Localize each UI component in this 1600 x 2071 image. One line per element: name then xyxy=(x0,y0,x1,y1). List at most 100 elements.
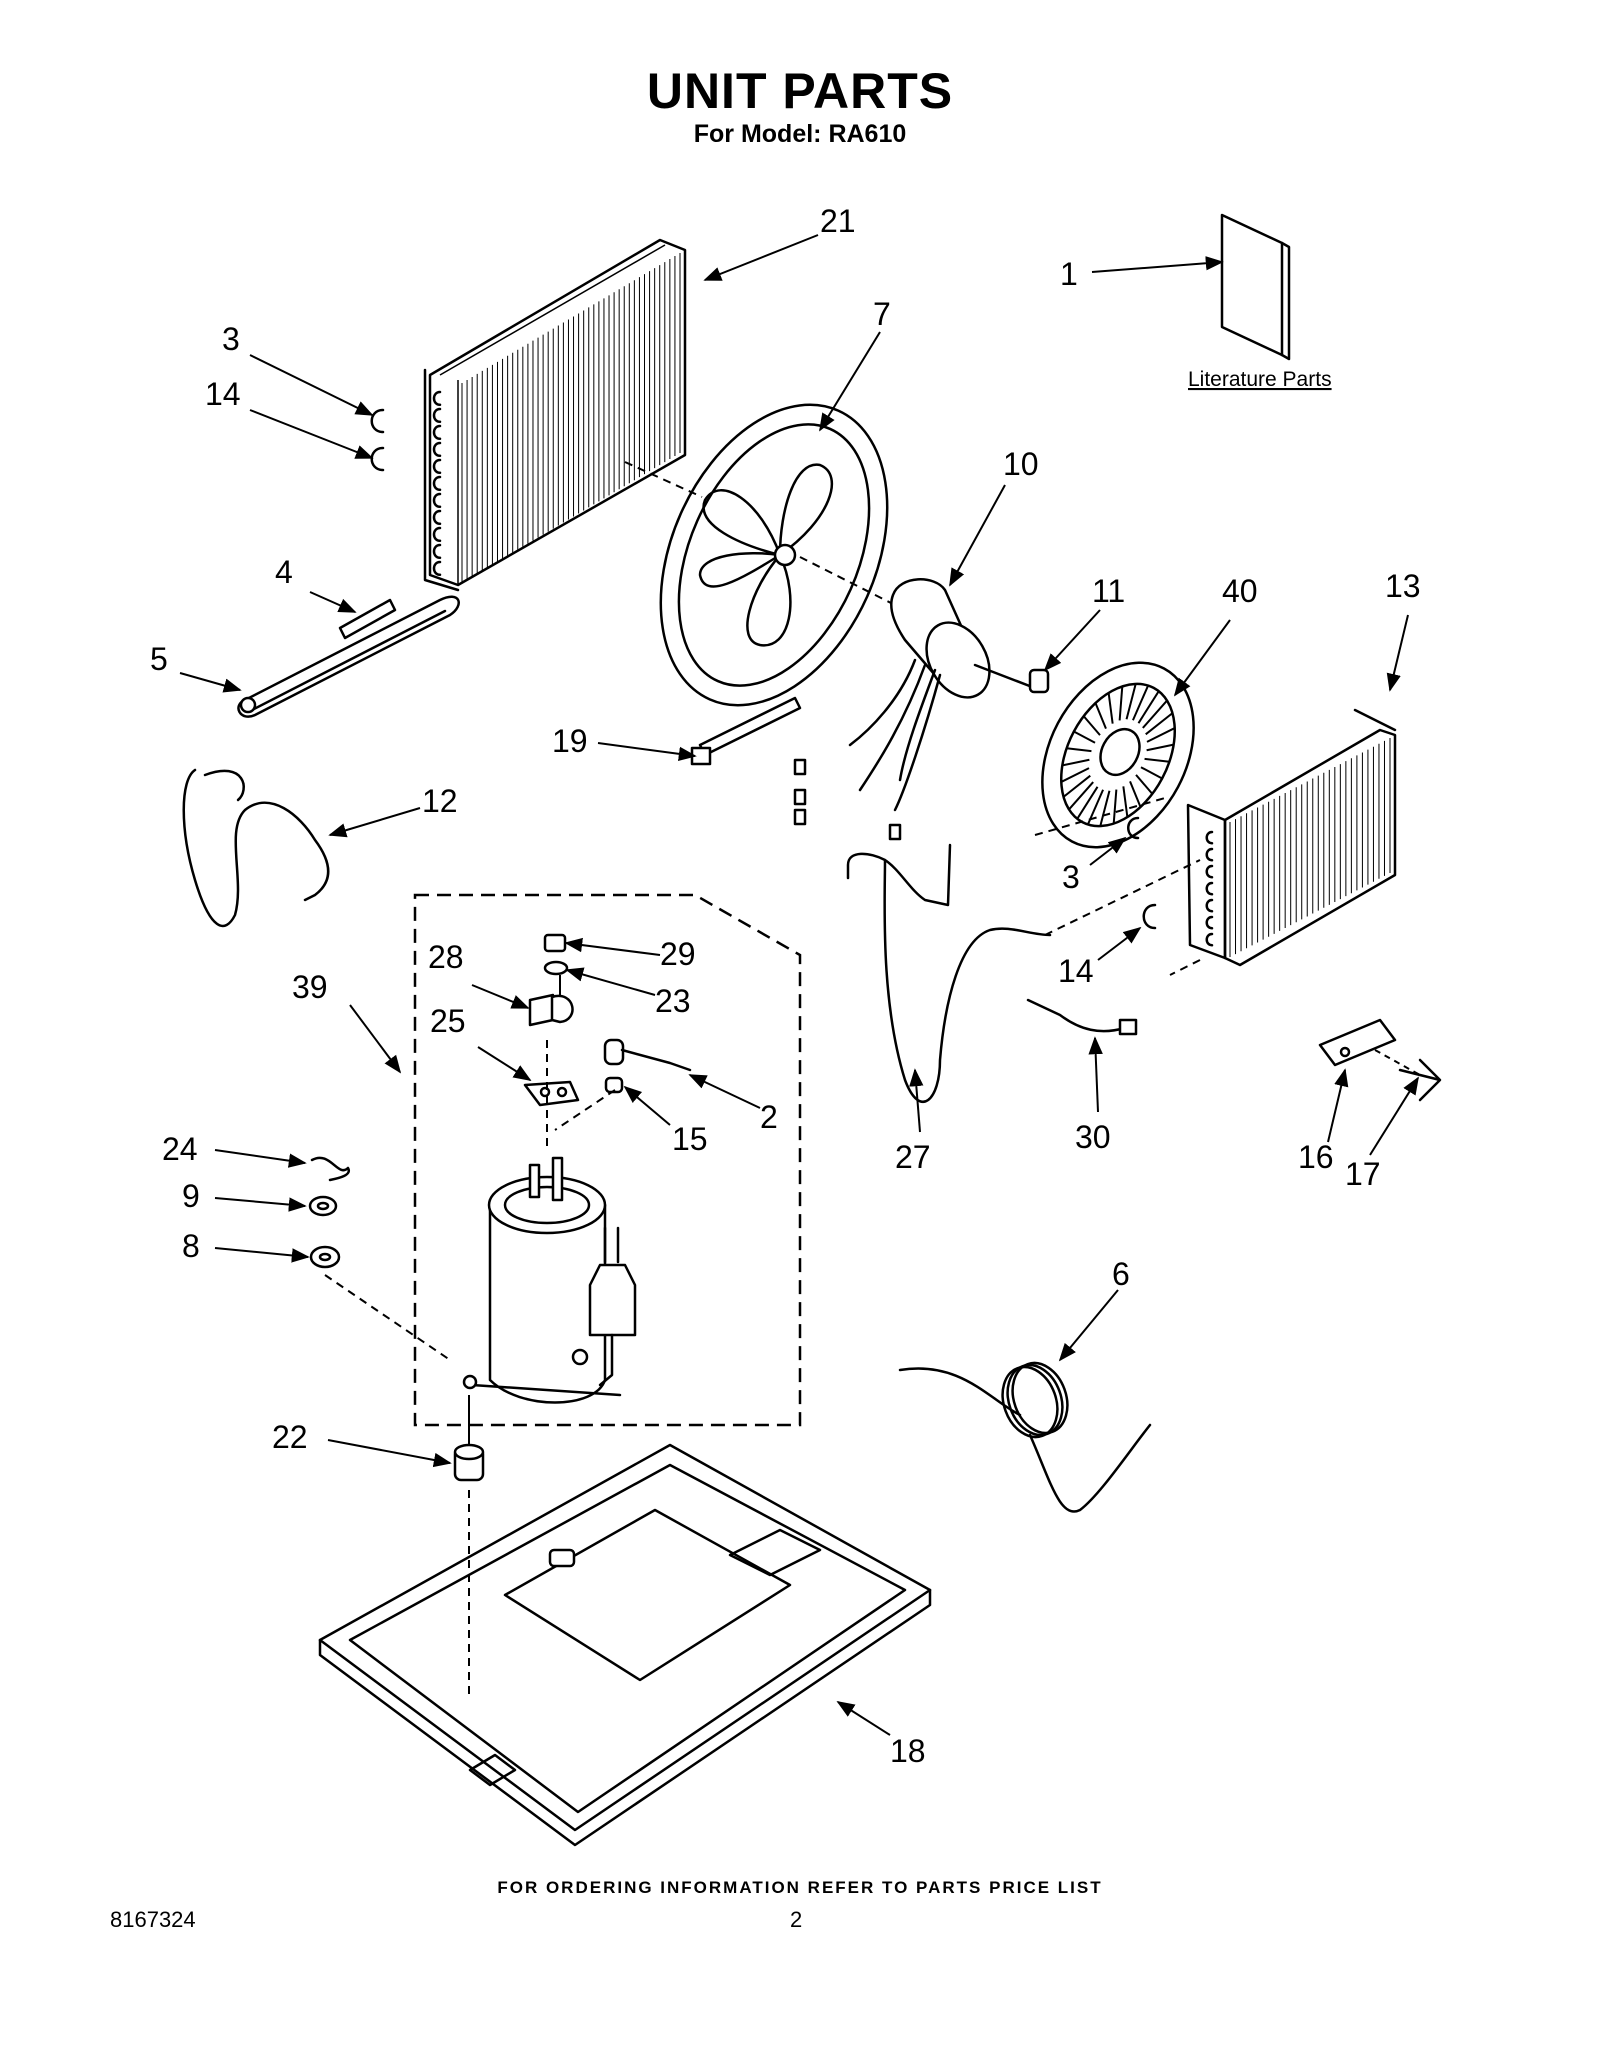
return-bend xyxy=(1205,915,1214,930)
clip-3-left xyxy=(370,408,385,434)
callout-14-right: 14 xyxy=(1058,953,1094,989)
callout-39: 39 xyxy=(292,969,328,1005)
callout-40: 40 xyxy=(1222,573,1258,609)
return-bend xyxy=(432,390,442,407)
evaporator-fins xyxy=(1229,738,1391,957)
fin-line xyxy=(1142,699,1168,729)
clip-14-left xyxy=(370,446,385,472)
fin-line xyxy=(1122,786,1129,818)
fin-line xyxy=(1062,758,1090,767)
screw-17 xyxy=(1398,1058,1442,1102)
return-bend xyxy=(432,492,442,509)
fin-line xyxy=(1135,774,1154,795)
callout-21: 21 xyxy=(820,203,856,239)
fan-motor xyxy=(793,556,1050,841)
washer-8 xyxy=(309,1245,341,1269)
fin-line xyxy=(1073,730,1096,744)
literature-parts-label: Literature Parts xyxy=(1188,368,1332,391)
fin-line xyxy=(1144,757,1170,763)
fin-line xyxy=(1145,712,1174,736)
fin-line xyxy=(1094,702,1107,729)
callout-3-right: 3 xyxy=(1062,859,1080,895)
callout-8: 8 xyxy=(182,1228,200,1264)
fin-line xyxy=(1129,781,1142,808)
grommet-29 xyxy=(543,933,567,953)
clip-14-right xyxy=(1142,903,1157,930)
heater-loop xyxy=(237,595,460,718)
compressor-group-boundary xyxy=(413,893,802,1427)
callout-15: 15 xyxy=(672,1121,708,1157)
tube-assembly-12 xyxy=(182,768,330,927)
bracket-16 xyxy=(1318,1018,1397,1067)
return-bend xyxy=(432,560,442,577)
return-bend xyxy=(1205,864,1214,879)
fin-line xyxy=(1146,727,1176,743)
callout-14-top: 14 xyxy=(205,376,241,412)
terminal-cover-28 xyxy=(528,993,574,1027)
callout-18: 18 xyxy=(890,1733,926,1769)
fin-line xyxy=(1068,781,1094,811)
tube-assembly-27 xyxy=(846,843,1052,1103)
document-number: 8167324 xyxy=(110,1907,196,1932)
condenser-fins xyxy=(461,253,681,583)
fin-line xyxy=(1146,743,1174,752)
page-number: 2 xyxy=(790,1907,803,1932)
fin-line xyxy=(1082,715,1101,736)
return-bend xyxy=(432,424,442,441)
return-bend xyxy=(1205,881,1214,896)
return-bend xyxy=(432,407,442,424)
fin-line xyxy=(1066,747,1092,753)
cable-tie xyxy=(690,696,802,766)
callout-12: 12 xyxy=(422,783,458,819)
washer-23 xyxy=(543,960,569,976)
fin-line xyxy=(1062,774,1091,798)
compressor-grommet-22 xyxy=(453,1443,485,1482)
return-bend xyxy=(1205,932,1214,947)
blower-blades xyxy=(1060,683,1176,827)
callout-2: 2 xyxy=(760,1099,778,1135)
fin-line xyxy=(1118,686,1124,721)
thermostat-capillary-6 xyxy=(898,1361,1152,1513)
assembly-lines xyxy=(324,461,1421,1700)
return-bend xyxy=(1205,898,1214,913)
return-bend xyxy=(432,475,442,492)
literature-booklet: Literature Parts xyxy=(1188,213,1332,391)
clip-3-right xyxy=(1127,816,1140,840)
callout-5: 5 xyxy=(150,641,168,677)
callout-22: 22 xyxy=(272,1419,308,1455)
callout-arrows xyxy=(179,234,1419,1736)
callout-11: 11 xyxy=(1092,573,1125,609)
fin-line xyxy=(1140,766,1163,780)
callout-9: 9 xyxy=(182,1178,200,1214)
return-bend xyxy=(1205,830,1214,845)
callout-4: 4 xyxy=(275,554,293,590)
model-subtitle: For Model: RA610 xyxy=(693,120,907,148)
capillary-tube-30 xyxy=(1026,998,1138,1036)
blower-wheel xyxy=(1041,661,1195,849)
callout-3-top: 3 xyxy=(222,321,240,357)
gasket-25 xyxy=(523,1080,580,1107)
callout-23: 23 xyxy=(655,983,691,1019)
condenser-return-bends xyxy=(432,390,442,577)
callout-24: 24 xyxy=(162,1131,198,1167)
return-bend xyxy=(432,526,442,543)
bushing-15 xyxy=(604,1076,624,1094)
base-pan xyxy=(318,1443,932,1847)
evaporator-return-bends xyxy=(1205,830,1214,947)
return-bend xyxy=(432,441,442,458)
grommet-9 xyxy=(308,1195,338,1217)
callout-1: 1 xyxy=(1060,256,1078,292)
return-bend xyxy=(432,458,442,475)
condenser-coil xyxy=(423,238,687,592)
return-bend xyxy=(432,509,442,526)
callout-7: 7 xyxy=(873,296,891,332)
callout-25: 25 xyxy=(430,1003,466,1039)
callout-27: 27 xyxy=(895,1139,931,1175)
return-bend xyxy=(432,543,442,560)
return-bend xyxy=(1205,847,1214,862)
callout-13: 13 xyxy=(1385,568,1421,604)
fin-line xyxy=(1132,685,1150,721)
callout-29: 29 xyxy=(660,936,696,972)
